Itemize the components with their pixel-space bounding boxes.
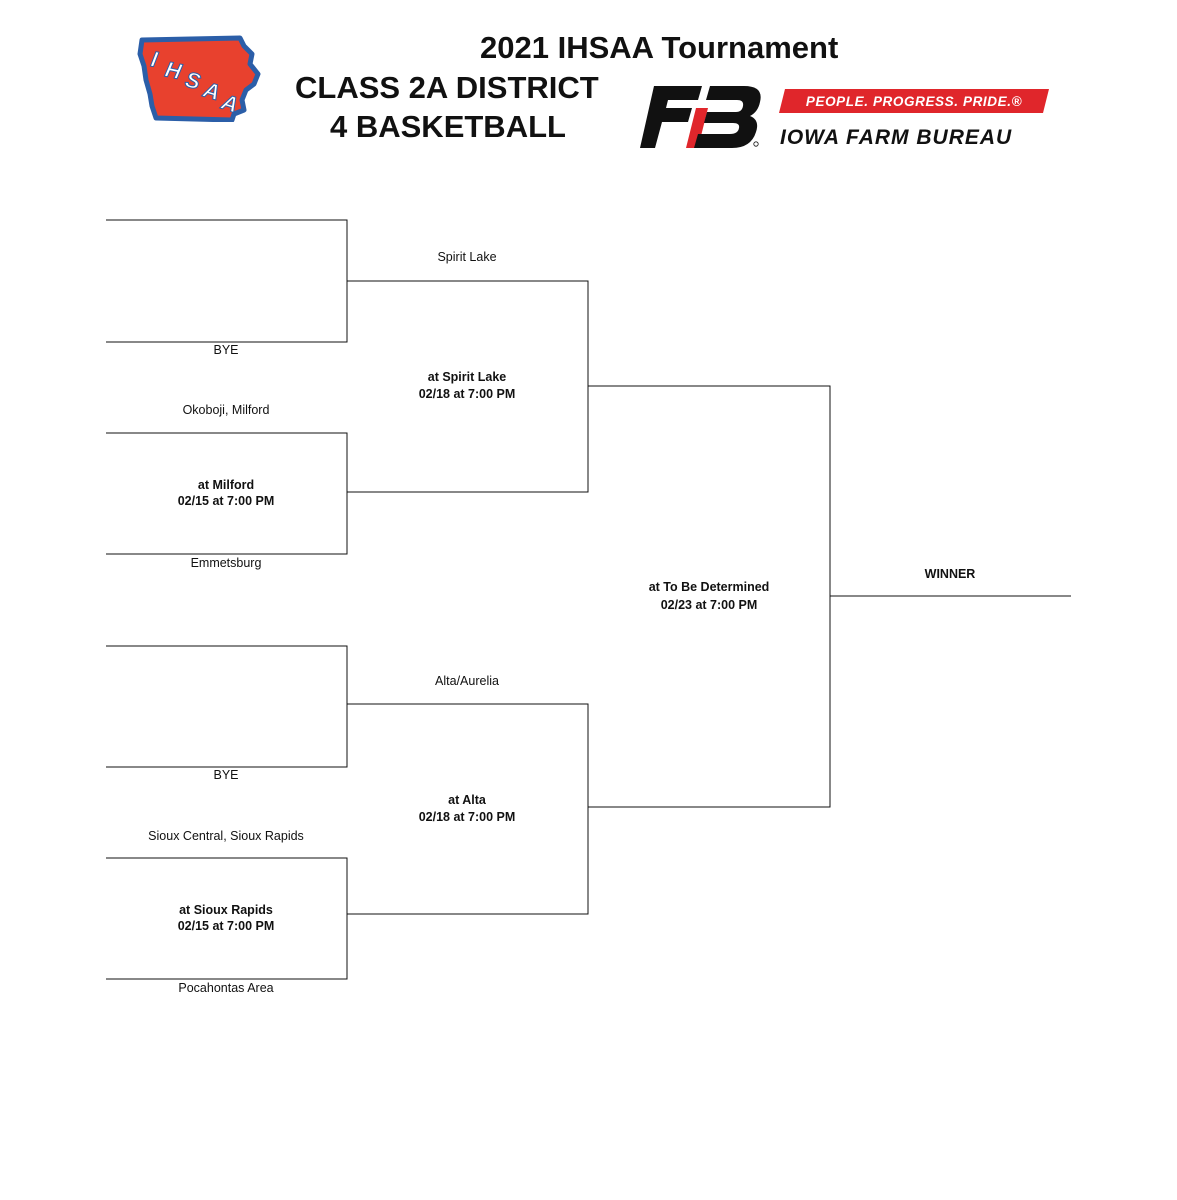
bracket-r2-game-alta: [347, 703, 589, 915]
game-time-milford: 02/15 at 7:00 PM: [177, 494, 275, 508]
game-site-spirit-lake: at Spirit Lake: [427, 370, 507, 384]
game-time-sioux-rapids: 02/15 at 7:00 PM: [177, 919, 275, 933]
farm-bureau-name: IOWA FARM BUREAU: [780, 126, 1013, 149]
game-site-final: at To Be Determined: [648, 580, 770, 594]
team-slot-bye-1: BYE: [213, 343, 239, 357]
team-slot-okoboji-milford: Okoboji, Milford: [182, 403, 270, 417]
team-slot-bye-2: BYE: [213, 768, 239, 782]
svg-text:H: H: [163, 56, 185, 84]
class-district-title: CLASS 2A DISTRICT: [295, 70, 599, 105]
bracket-r1-bye-top: [106, 219, 348, 343]
game-site-alta: at Alta: [448, 793, 486, 807]
bracket-r1-bye-bottom: [106, 645, 348, 768]
game-time-final: 02/23 at 7:00 PM: [660, 598, 758, 612]
bracket-r1-game-sioux-rapids: [106, 857, 348, 980]
game-time-alta: 02/18 at 7:00 PM: [418, 810, 516, 824]
team-slot-emmetsburg: Emmetsburg: [190, 556, 262, 570]
tournament-title: 2021 IHSAA Tournament: [480, 30, 839, 65]
team-slot-pocahontas: Pocahontas Area: [178, 981, 274, 995]
bracket-r1-game-milford: [106, 432, 348, 555]
ihsaa-logo: I H S A A: [137, 35, 261, 122]
farm-bureau-logo: [640, 86, 761, 148]
team-slot-spirit-lake: Spirit Lake: [437, 250, 497, 264]
team-slot-alta-aurelia: Alta/Aurelia: [435, 674, 499, 688]
svg-text:S: S: [183, 67, 204, 95]
game-time-spirit-lake: 02/18 at 7:00 PM: [418, 387, 516, 401]
team-slot-sioux-central: Sioux Central, Sioux Rapids: [148, 829, 304, 843]
winner-label: WINNER: [924, 567, 976, 581]
sport-title: 4 BASKETBALL: [330, 109, 566, 144]
game-site-sioux-rapids: at Sioux Rapids: [179, 903, 273, 917]
game-site-milford: at Milford: [197, 478, 255, 492]
